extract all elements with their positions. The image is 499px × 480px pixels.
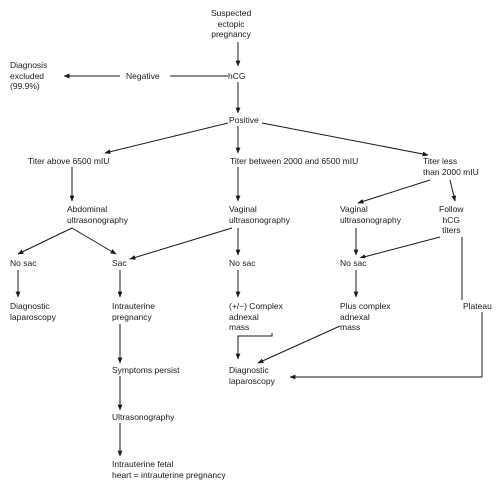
diagnostic-laparoscopy-left-node: Diagnostic laparoscopy [10,301,56,322]
arrow-plus-complex-to-diag-lap [257,325,341,364]
arrow-positive-to-titer-less [261,122,429,157]
follow-hcg-node: Follow hCG titers [439,204,464,236]
intrauterine-fetal-heart-node: Intrauterine fetal heart = intrauterine … [112,459,226,480]
no-sac-mid-node: No sac [229,258,256,269]
hcg-node: hCG [228,71,246,82]
arrow-plateau-to-diag-lap [289,312,483,380]
no-sac-left-node: No sac [10,258,37,269]
sac-node: Sac [112,258,127,269]
arrow-vaginal-mid-to-sac [129,227,233,260]
plateau-node: Plateau [463,301,492,312]
intrauterine-pregnancy-node: Intrauterine pregnancy [112,301,155,322]
negative-node: Negative [126,71,160,82]
suspected-ectopic-node: Suspected ectopic pregnancy [211,8,252,40]
positive-node: Positive [229,115,259,126]
complex-adnexal-mass-node: (+/−) Complex adnexal mass [229,301,283,333]
arrow-titer-less-to-follow [449,179,457,202]
arrow-abdominal-to-no-sac [17,227,73,255]
arrow-follow-to-no-sac [359,236,441,259]
arrow-positive-to-titer-above [104,122,229,155]
vaginal-us-mid-node: Vaginal ultrasonography [229,204,290,225]
arrow-titer-less-to-vaginal-right [357,179,431,204]
symptoms-persist-node: Symptoms persist [112,365,180,376]
arrow-abdominal-to-sac [71,227,117,255]
diagnosis-excluded-node: Diagnosis excluded (99.9%) [10,60,48,92]
abdominal-us-node: Abdominal ultrasonography [67,204,128,225]
titer-between-node: Titer between 2000 and 6500 mIU [230,156,359,167]
vaginal-us-right-node: Vaginal ultrasonography [340,204,401,225]
diagnostic-laparoscopy-bottom-node: Diagnostic laparoscopy [229,365,275,386]
ultrasonography-node: Ultrasonography [112,412,175,423]
titer-above-node: Titer above 6500 mIU [28,156,110,167]
titer-less-node: Titer less than 2000 mIU [423,156,479,177]
no-sac-right-node: No sac [340,258,367,269]
plus-complex-adnexal-mass-node: Plus complex adnexal mass [340,301,391,333]
